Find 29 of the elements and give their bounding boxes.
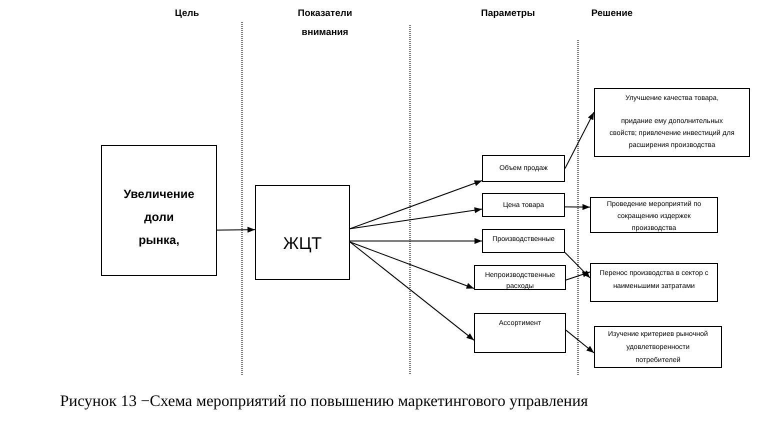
process-box [101,145,217,276]
process-box [594,88,750,157]
arrow [350,238,482,244]
arrow [564,204,590,210]
process-box [255,185,350,280]
arrow [350,180,482,230]
box-text: ЖЦТ [282,233,323,255]
arrow [564,252,590,278]
process-box [482,155,565,182]
process-box [482,229,565,253]
arrow [350,207,482,230]
process-box [590,197,718,233]
process-box [482,193,565,217]
arrow [566,271,590,280]
process-box [474,313,566,353]
column-heading: Решение [590,7,634,21]
box-text: Увеличение доли рынка, [122,186,196,249]
process-box [474,265,566,290]
arrow [350,242,474,341]
arrow [564,112,594,169]
figure-caption: Рисунок 13 −Схема мероприятий по повышению маркетингового управления [60,393,588,411]
process-box [590,263,718,302]
arrow [566,330,594,354]
arrow [350,242,474,289]
column-heading: Цель [174,7,200,21]
process-box [594,326,722,368]
column-heading: Показатели внимания [296,7,354,40]
column-heading: Параметры [480,7,536,21]
arrow [216,226,256,233]
